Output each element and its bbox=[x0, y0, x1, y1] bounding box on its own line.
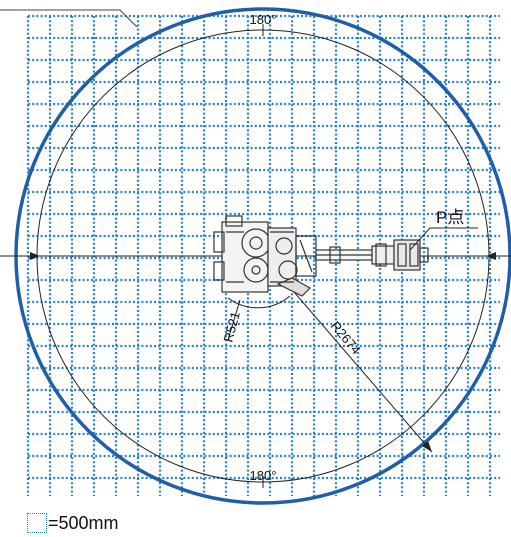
bottom-angle-label: 180° bbox=[250, 468, 277, 483]
inner-radius-label: R521 bbox=[220, 310, 243, 344]
robot-top-view bbox=[213, 215, 429, 297]
leader-line bbox=[0, 9, 138, 28]
inner-radius-leader bbox=[227, 299, 241, 341]
left-arrow-marker bbox=[30, 252, 40, 260]
reach-radius-arrow bbox=[422, 441, 432, 452]
p-point-leader bbox=[409, 227, 478, 251]
grid-scale-legend: =500mm bbox=[27, 512, 119, 534]
grid-scale-text: =500mm bbox=[48, 512, 119, 533]
grid-cell-swatch bbox=[27, 513, 47, 533]
right-arrow-marker bbox=[486, 252, 496, 260]
top-angle-label: 180° bbox=[250, 12, 277, 27]
inner-radius-arc bbox=[227, 295, 291, 309]
p-point-label: P点 bbox=[436, 208, 464, 227]
